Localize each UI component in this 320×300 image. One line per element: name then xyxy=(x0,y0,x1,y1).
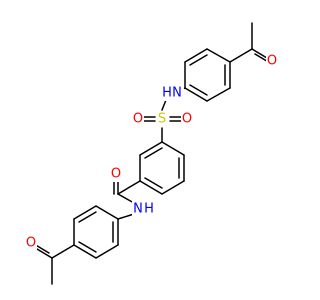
nitrogen-label: H xyxy=(162,86,172,101)
atom-label-nh-amide: N H xyxy=(132,201,156,217)
bond xyxy=(184,48,208,63)
double-bond-inner xyxy=(144,147,163,159)
molecule-svg: O H N S O O O N H O xyxy=(25,22,278,285)
atom-label-o-bottom-acetyl: O xyxy=(25,236,37,251)
atom-label-nh-sulfonamide: H N xyxy=(162,86,184,101)
bond xyxy=(161,141,185,156)
hydrogen-label: H xyxy=(144,202,154,217)
ring-bottom-acetylphenyl xyxy=(73,205,119,259)
oxygen-label: O xyxy=(111,167,121,182)
sulfonyl-group xyxy=(142,116,183,143)
molecule-structure-drawing: O H N S O O O N H O xyxy=(25,22,278,285)
bond xyxy=(51,244,75,259)
amide-group xyxy=(113,180,141,204)
atom-label-o-sulfonyl-right: O xyxy=(181,111,193,127)
nitrogen-label: N xyxy=(172,86,182,101)
bond xyxy=(73,205,97,220)
double-bond-inner xyxy=(78,211,97,223)
bond xyxy=(161,180,185,195)
atom-label-o-top-acetyl: O xyxy=(266,54,278,69)
nitrogen-label: N xyxy=(133,202,143,217)
bond xyxy=(161,99,167,111)
bond xyxy=(117,180,141,195)
bond-carbonyl xyxy=(251,48,268,59)
sulfur-label: S xyxy=(158,112,166,127)
atom-label-o-amide: O xyxy=(110,167,122,182)
bond xyxy=(184,87,208,102)
oxygen-label: O xyxy=(182,112,192,127)
bond xyxy=(139,180,163,195)
ring-top-acetylphenyl xyxy=(184,48,231,102)
ring-central-benzene xyxy=(139,141,185,195)
bond xyxy=(95,205,119,220)
acetyl-group-top xyxy=(229,22,271,64)
double-bond-inner xyxy=(144,177,163,189)
double-bond-inner xyxy=(78,241,97,253)
oxygen-label: O xyxy=(133,112,143,127)
bond xyxy=(229,48,253,63)
atom-label-o-sulfonyl-left: O xyxy=(132,111,144,127)
bond xyxy=(117,213,135,220)
bond xyxy=(117,193,135,204)
oxygen-label: O xyxy=(26,236,36,251)
bond xyxy=(206,48,231,63)
double-bond-inner xyxy=(189,84,208,96)
bond xyxy=(139,141,163,156)
bond xyxy=(95,244,119,259)
bond xyxy=(206,87,231,102)
bond xyxy=(73,244,97,259)
bond-carbonyl xyxy=(36,248,53,259)
atom-label-s-sulfonyl: S xyxy=(156,111,168,127)
acetyl-group-bottom xyxy=(33,243,75,285)
double-bond-inner xyxy=(189,54,208,66)
oxygen-label: O xyxy=(267,54,277,69)
